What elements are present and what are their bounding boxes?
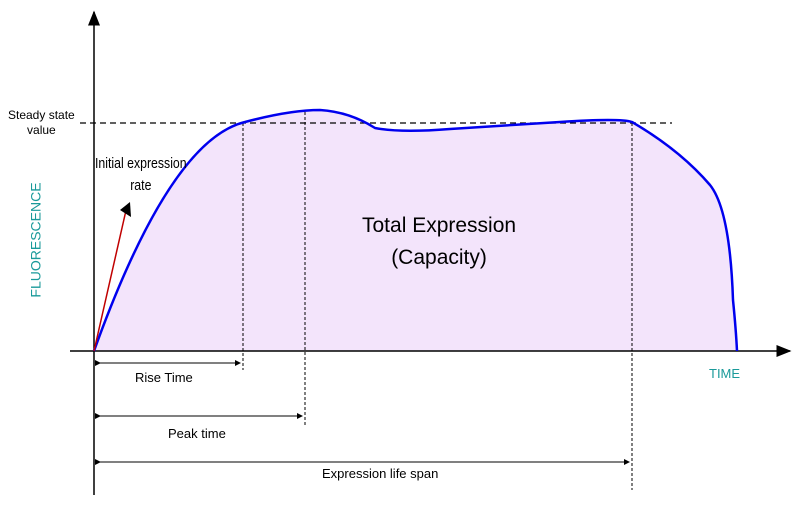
expression-curve	[92, 108, 739, 352]
life-span-label: Expression life span	[322, 466, 439, 481]
peak-time-label: Peak time	[168, 426, 226, 441]
total-expression-line2: (Capacity)	[391, 246, 487, 269]
total-expression-label: Total Expression (Capacity)	[362, 210, 516, 274]
initial-rate-arrow	[93, 205, 128, 352]
initial-rate-line1: Initial expression	[95, 155, 187, 172]
steady-state-line2: value	[27, 123, 56, 137]
initial-rate-label: Initial expression rate	[95, 153, 187, 197]
total-expression-line1: Total Expression	[362, 214, 517, 237]
initial-rate-line2: rate	[130, 177, 152, 194]
area-fill	[94, 110, 737, 351]
y-axis-label: FLUORESCENCE	[27, 182, 44, 298]
initial-rate-arrowhead	[120, 202, 131, 217]
x-axis-label: TIME	[709, 366, 741, 381]
rise-time-label: Rise Time	[135, 370, 193, 385]
steady-state-line1: Steady state	[8, 108, 75, 122]
